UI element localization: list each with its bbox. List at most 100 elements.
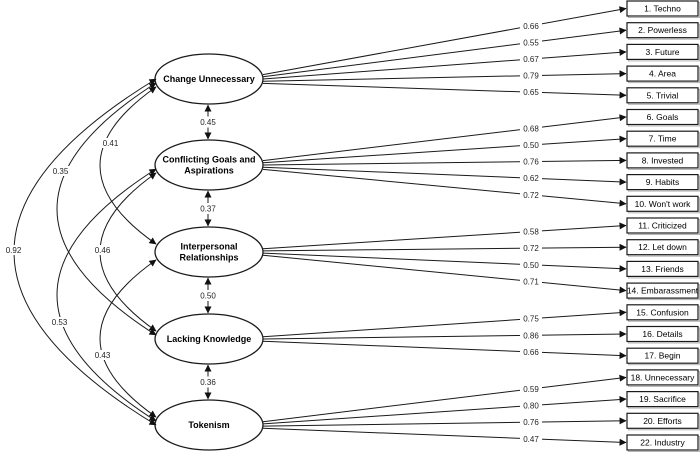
indicator-label: 4. Area (649, 69, 676, 79)
indicator-box (626, 195, 699, 212)
indicator-box (626, 87, 699, 104)
latent-factor-label: Lacking Knowledge (167, 334, 252, 344)
covariance-value-bg (92, 350, 113, 360)
latent-factor-label: Aspirations (184, 166, 234, 176)
covariance-value: 0.36 (200, 378, 216, 387)
loading-value: 0.86 (523, 331, 539, 340)
indicator-label: 8. Invested (642, 155, 684, 165)
loading-value-bg (520, 259, 542, 271)
loading-arrow (262, 243, 627, 252)
covariance-value: 0.50 (200, 292, 216, 301)
covariance-arrow-curve (13, 78, 157, 426)
covariance-value-bg (100, 138, 121, 148)
covariance-value: 0.35 (53, 167, 69, 176)
loading-value-bg (520, 329, 542, 341)
loading-value: 0.68 (523, 124, 539, 133)
loading-value-bg (520, 53, 542, 65)
loading-arrow (262, 427, 627, 446)
indicator-box (626, 434, 699, 451)
loading-value: 0.58 (523, 228, 539, 237)
loading-arrow (262, 222, 627, 250)
covariance-arrow-curve (56, 82, 157, 336)
loading-value: 0.76 (523, 418, 539, 427)
loading-value: 0.71 (523, 277, 539, 286)
indicator-box (626, 0, 699, 17)
loading-value-bg (520, 416, 542, 428)
loading-value-bg (520, 313, 542, 325)
covariance-value-bg (197, 290, 219, 301)
loading-value: 0.50 (523, 261, 539, 270)
covariance-value-bg (197, 116, 219, 128)
indicator-box (626, 260, 699, 277)
indicator-box (626, 22, 699, 39)
covariance-value: 0.37 (200, 205, 216, 214)
loading-arrow (262, 156, 627, 166)
loading-value-bg (520, 36, 542, 48)
indicator-label: 2. Powerless (638, 25, 687, 35)
indicator-label: 19. Sacrifice (639, 394, 686, 404)
indicator-box (626, 412, 699, 429)
loading-arrow (262, 374, 627, 423)
covariance-arrow-curve (56, 168, 157, 422)
indicator-label: 7. Time (649, 134, 677, 144)
indicator-label: 11. Criticized (638, 221, 687, 231)
loading-arrow (262, 135, 627, 164)
loading-arrow (262, 6, 627, 76)
covariance-value: 0.41 (103, 139, 119, 148)
loading-value-bg (520, 189, 542, 201)
indicator-label: 10. Won't work (635, 199, 692, 209)
loading-value-bg (520, 86, 542, 98)
indicator-label: 22. Industry (640, 438, 685, 448)
indicator-label: 9. Habits (646, 177, 680, 187)
indicator-box (626, 65, 699, 82)
covariance-value-bg (50, 166, 71, 176)
loading-value: 0.55 (523, 38, 539, 47)
loading-value: 0.47 (523, 435, 539, 444)
indicator-label: 20. Efforts (643, 416, 682, 426)
loading-arrow (262, 27, 627, 78)
covariance-value-bg (197, 376, 219, 388)
latent-factor-label: Tokenism (188, 420, 229, 430)
covariance-value-bg (49, 317, 70, 327)
latent-factor-label: Relationships (179, 253, 238, 263)
covariance-arrow-curve (99, 259, 157, 418)
loading-arrow (262, 70, 627, 82)
indicator-label: 6. Goals (647, 112, 679, 122)
loading-value: 0.62 (523, 174, 539, 183)
loading-value-bg (520, 242, 542, 254)
covariance-value: 0.45 (200, 118, 216, 127)
loading-value-bg (520, 172, 542, 184)
loading-value: 0.80 (523, 402, 539, 411)
indicator-label: 18. Unnecessary (631, 372, 696, 382)
loading-value-bg (520, 156, 542, 168)
indicator-box (626, 304, 699, 321)
loading-arrow (262, 82, 627, 99)
indicator-box (626, 43, 699, 61)
loading-arrow (262, 330, 627, 340)
indicator-box (626, 108, 699, 126)
covariance-value-bg (92, 245, 113, 255)
loading-value: 0.67 (523, 55, 539, 64)
covariance-value-bg (3, 245, 24, 255)
indicator-box (626, 391, 699, 408)
loading-arrow (262, 254, 627, 294)
indicator-box (626, 130, 699, 147)
indicator-box (626, 239, 699, 256)
loading-value-bg (520, 346, 542, 358)
loading-value: 0.76 (523, 158, 539, 167)
loading-value: 0.50 (523, 141, 539, 150)
loading-value-bg (520, 383, 542, 395)
loading-value: 0.79 (523, 72, 539, 81)
indicator-box (626, 325, 699, 343)
loading-value-bg (520, 433, 542, 445)
latent-factor-label: Change Unnecessary (163, 74, 255, 84)
indicator-label: 15. Confusion (636, 307, 689, 317)
loading-value-bg (520, 139, 542, 151)
indicator-box (626, 152, 699, 169)
indicator-box (626, 217, 699, 234)
indicator-label: 14. Embarassment (627, 286, 699, 296)
loading-value: 0.59 (523, 385, 539, 394)
loading-arrow (262, 340, 627, 359)
covariance-value: 0.53 (52, 318, 68, 327)
